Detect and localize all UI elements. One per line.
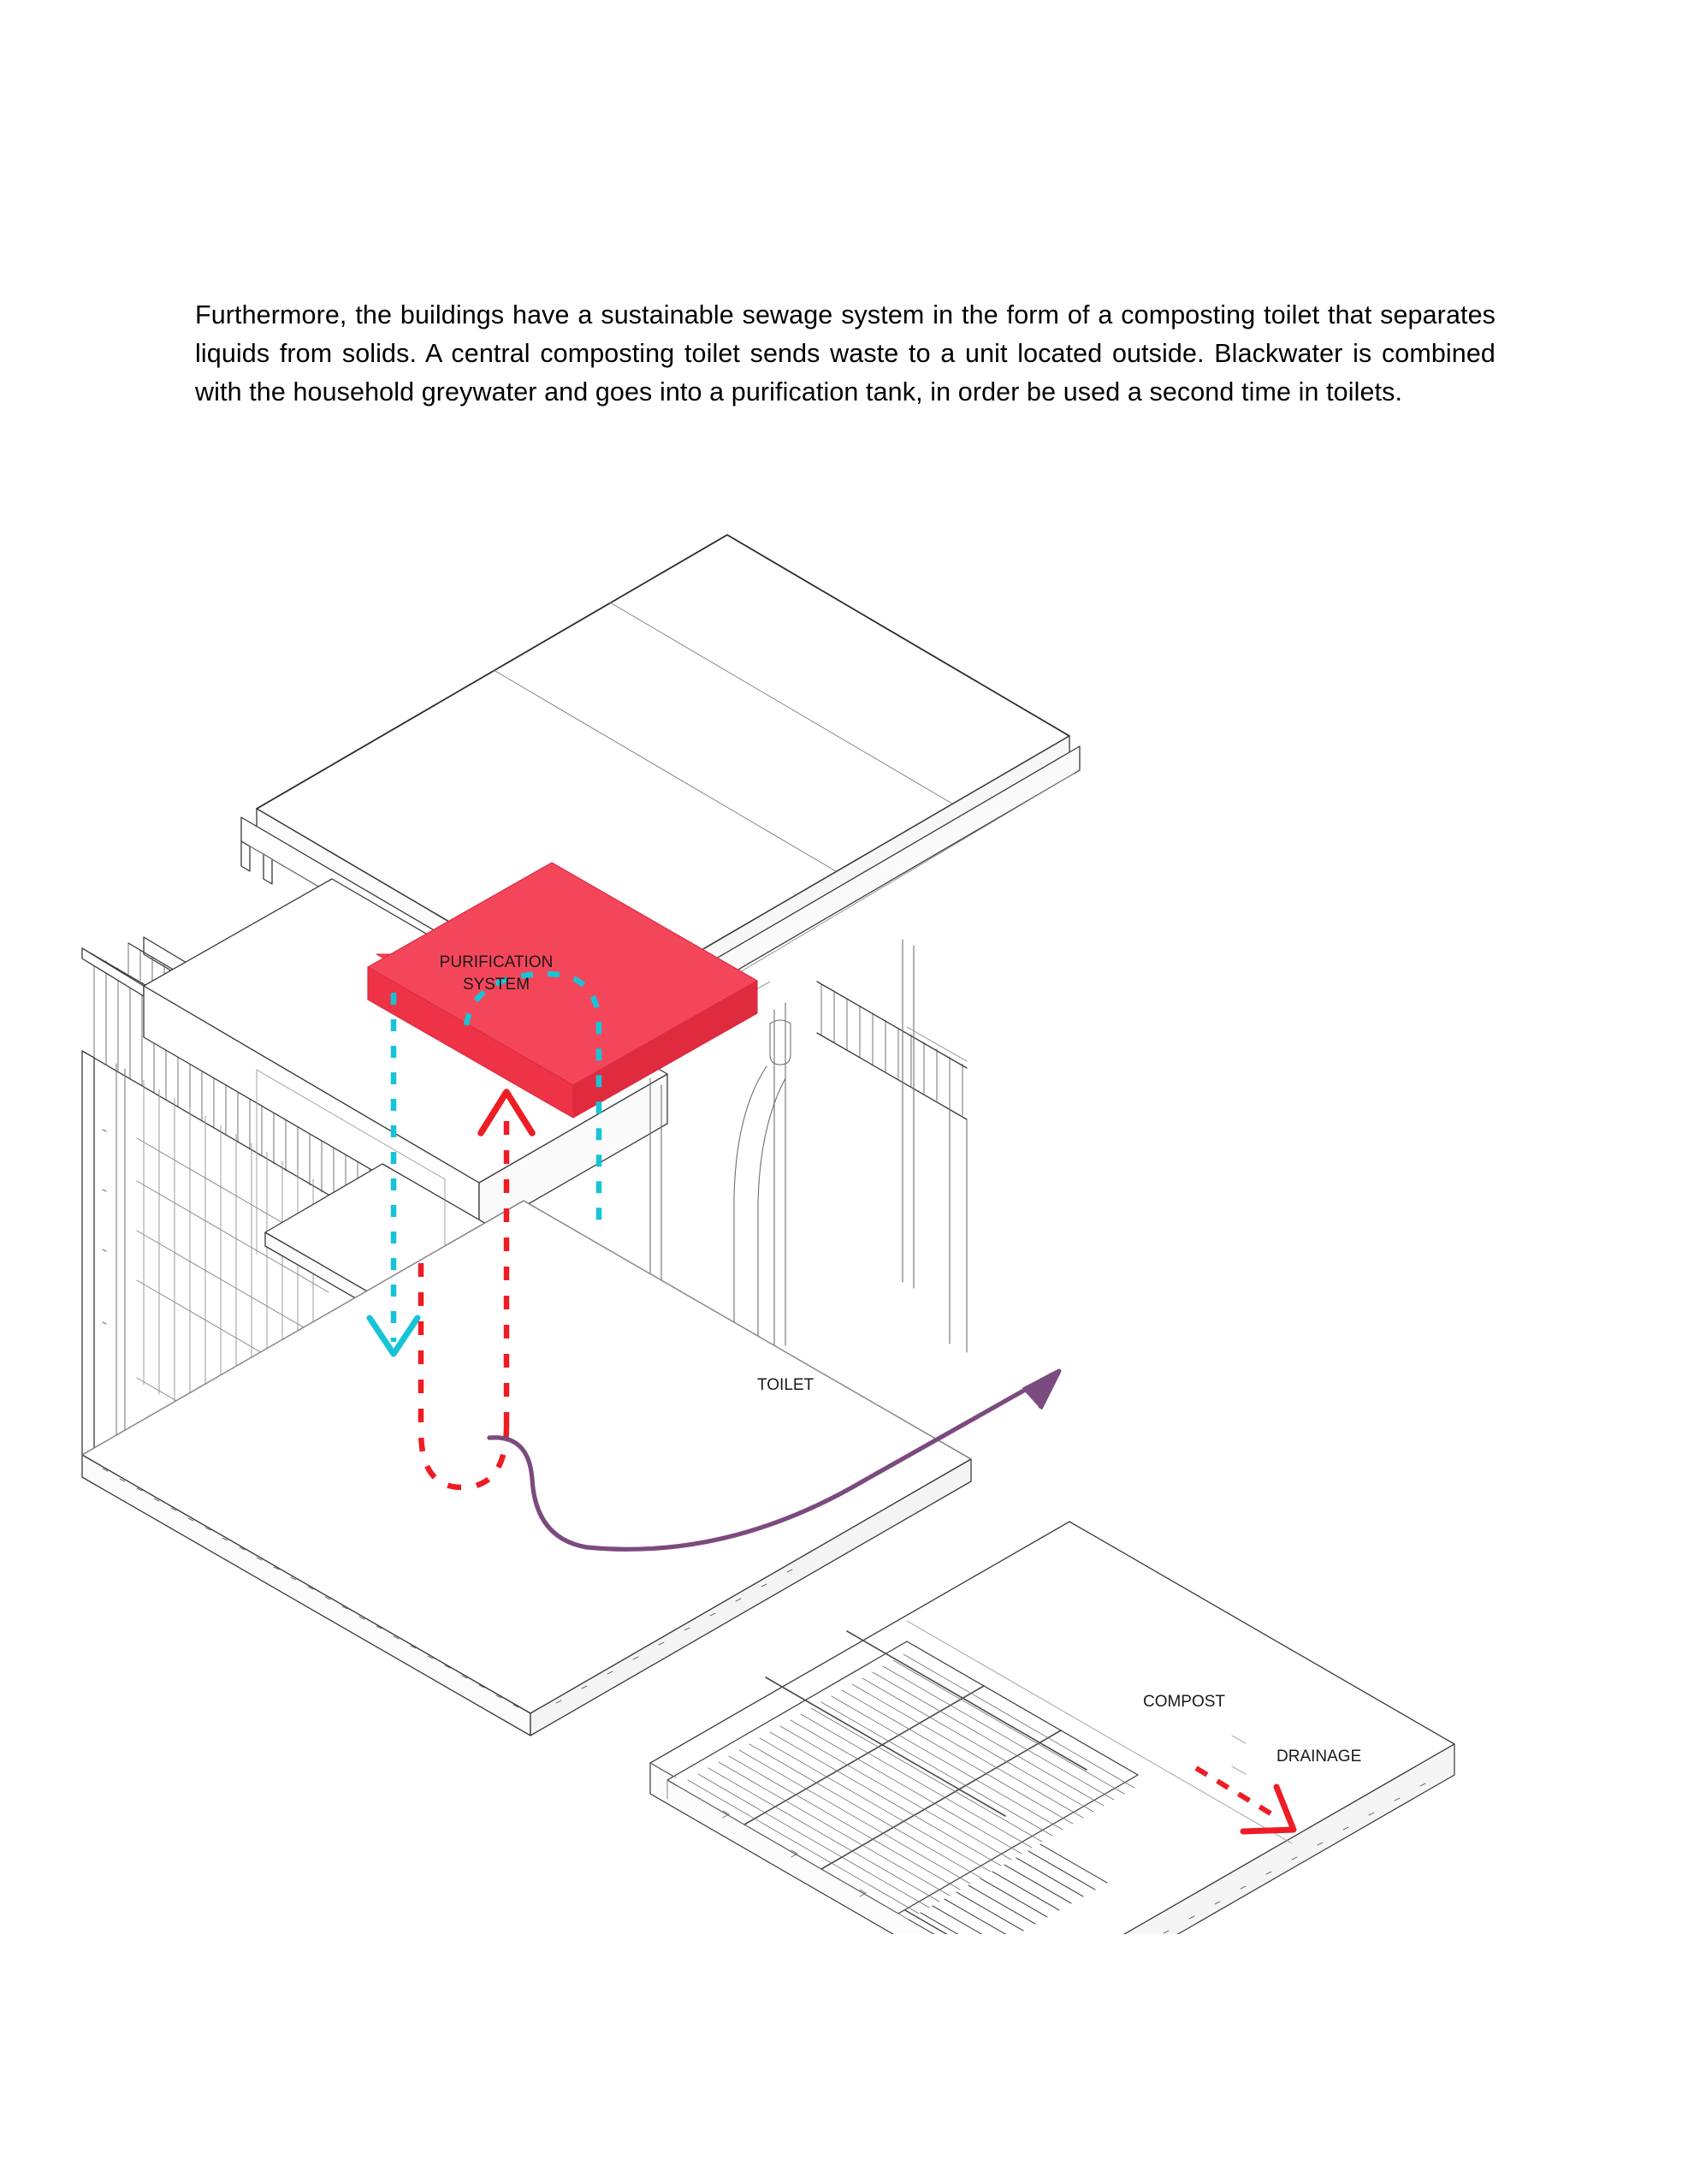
flow-waste-to-compost xyxy=(487,1368,1062,1552)
flow-greywater xyxy=(366,970,602,1357)
label-compost: COMPOST xyxy=(1143,1693,1225,1711)
isometric-diagram: PURIFICATION SYSTEM TOILET COMPOST DRAIN… xyxy=(0,479,1688,1934)
flow-blackwater xyxy=(418,1089,536,1491)
deck-slats xyxy=(649,1630,1139,1934)
label-drainage: DRAINAGE xyxy=(1276,1748,1361,1766)
label-purification-line2: SYSTEM xyxy=(463,976,530,994)
label-purification-line1: PURIFICATION xyxy=(440,953,554,971)
diagram-svg: PURIFICATION SYSTEM TOILET COMPOST DRAIN… xyxy=(81,534,1455,1934)
label-toilet: TOILET xyxy=(757,1376,814,1394)
flow-compost-drainage xyxy=(1194,1766,1297,1835)
purification-slab-iso xyxy=(367,862,758,1119)
body-paragraph: Furthermore, the buildings have a sustai… xyxy=(195,300,1496,407)
